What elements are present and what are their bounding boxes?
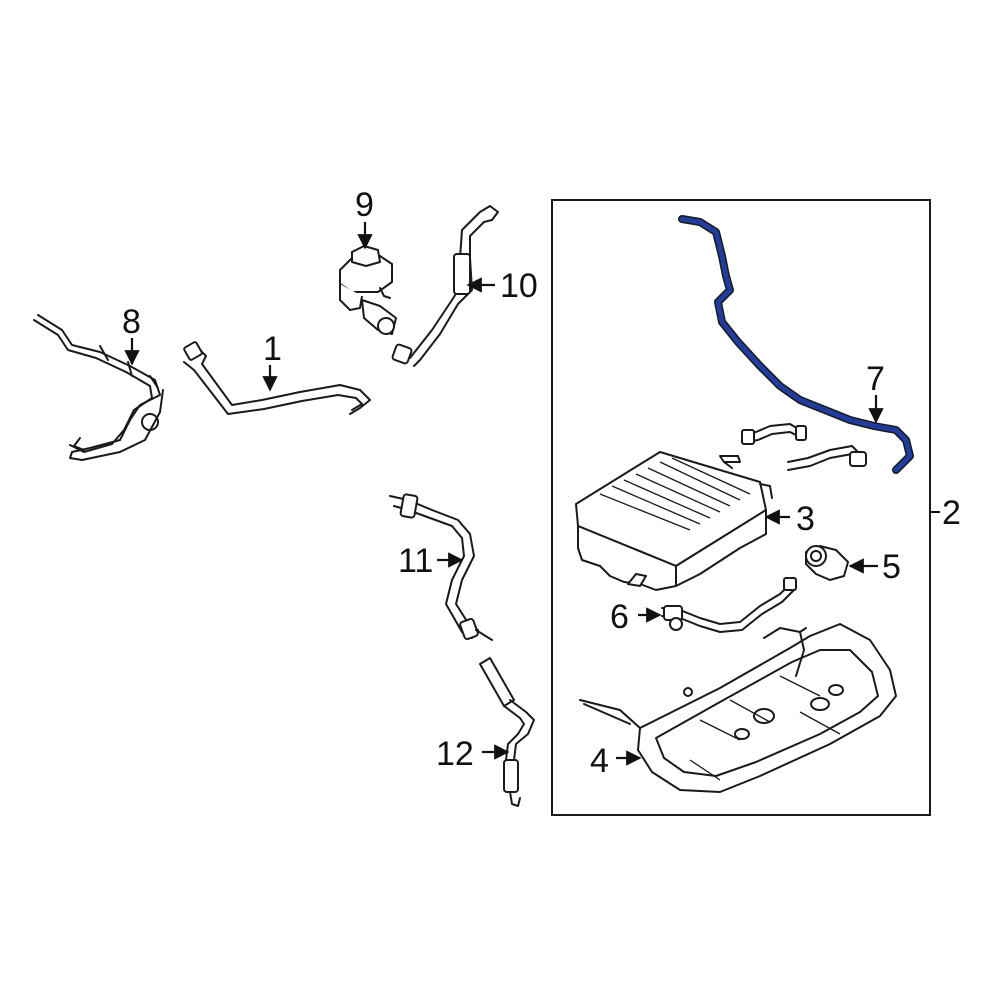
part-3-canister[interactable] xyxy=(575,451,773,591)
part-5-vent-valve[interactable] xyxy=(805,545,849,581)
part-6-hose[interactable] xyxy=(661,577,797,633)
callout-6: 6 xyxy=(610,598,629,636)
callout-4: 4 xyxy=(590,742,609,780)
part-8-tube-assembly[interactable] xyxy=(33,314,164,461)
part-10-hose[interactable] xyxy=(391,205,499,367)
callout-8: 8 xyxy=(122,303,141,341)
callout-3: 3 xyxy=(796,500,815,538)
part-4-shield-tray[interactable] xyxy=(579,623,897,793)
callout-5: 5 xyxy=(882,548,901,586)
part-12-hose[interactable] xyxy=(479,657,535,807)
part-11-hose[interactable] xyxy=(389,493,493,641)
callout-10: 10 xyxy=(500,267,538,305)
part-7-tube-highlighted[interactable] xyxy=(678,215,914,474)
part-9-purge-valve[interactable] xyxy=(339,245,397,335)
group-2-small-tube-a xyxy=(741,423,807,445)
callout-11: 11 xyxy=(398,542,433,580)
callout-1: 1 xyxy=(263,330,282,368)
group-box xyxy=(551,199,931,816)
group-2-small-tube-b xyxy=(787,445,867,471)
callout-2: 2 xyxy=(942,494,961,532)
part-1-tube[interactable] xyxy=(183,341,371,415)
callout-12: 12 xyxy=(436,735,474,773)
callout-9: 9 xyxy=(355,186,374,224)
callout-7: 7 xyxy=(866,360,885,398)
